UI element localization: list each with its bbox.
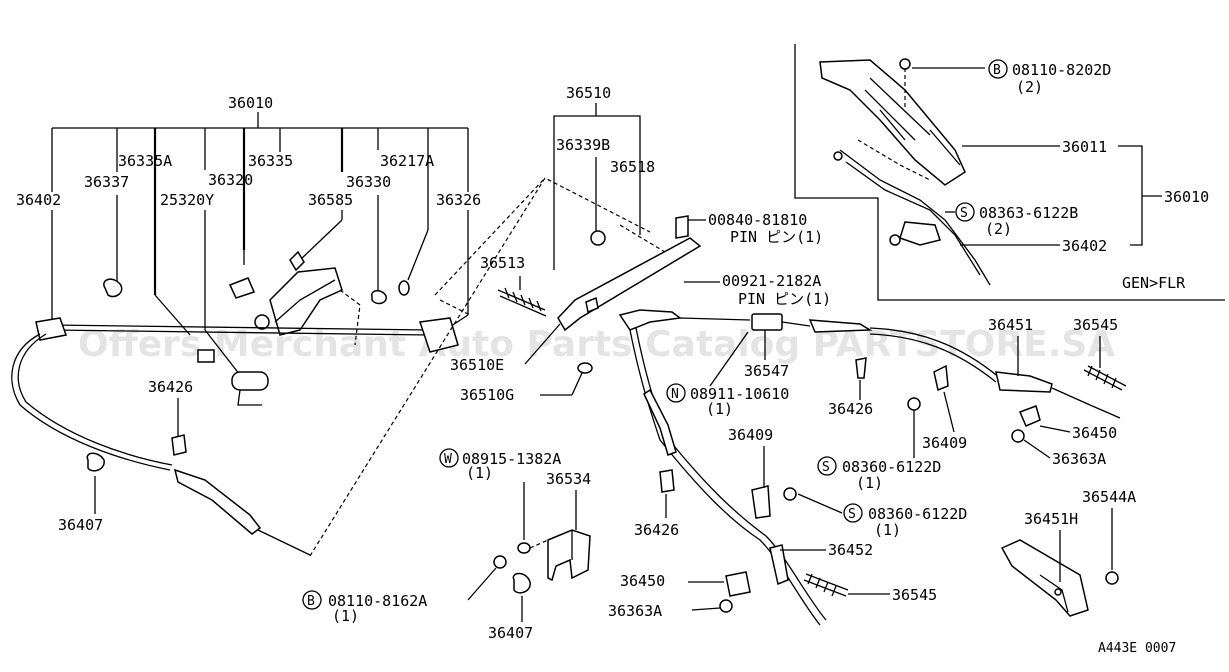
inset-callout-36011: 36011	[1062, 138, 1107, 156]
callout-36510E: 36510E	[450, 356, 504, 374]
inset-prefix-s-circle	[955, 202, 975, 222]
callout-36450-lower: 36450	[620, 572, 665, 590]
callout-36330: 36330	[346, 173, 391, 191]
callout-36337: 36337	[84, 173, 129, 191]
callout-36363A-lower: 36363A	[608, 602, 662, 620]
callout-36451: 36451	[988, 316, 1033, 334]
inset-prefix-b-circle	[988, 59, 1008, 79]
bracket-36010: 36010 36335A 36335 36217A 36337 36320 36…	[16, 94, 481, 376]
callout-36545-lower: 36545	[892, 586, 937, 604]
prefix-s-circle-a	[817, 456, 837, 476]
callout-36402: 36402	[16, 191, 61, 209]
callout-36547: 36547	[744, 362, 789, 380]
callout-36335A: 36335A	[118, 152, 172, 170]
callout-36426-lower: 36426	[634, 521, 679, 539]
callout-00921-pin: PIN ピン(1)	[738, 290, 831, 308]
inset-callout-08110-8202D: 08110-8202D	[1012, 61, 1111, 79]
inset-prefix-s: S	[960, 206, 968, 221]
callout-36513: 36513	[480, 254, 525, 272]
callout-00840-pin: PIN ピン(1)	[730, 228, 823, 246]
callout-36510: 36510	[566, 84, 611, 102]
callout-36426-mid: 36426	[828, 400, 873, 418]
prefix-w-circle	[439, 448, 459, 468]
callout-36217A: 36217A	[380, 152, 434, 170]
callout-36545-top: 36545	[1073, 316, 1118, 334]
bracket-36510: 36510 36339B 36518 36513	[480, 84, 655, 290]
inset-lever-drawing	[819, 58, 991, 286]
callout-36450-right: 36450	[1072, 424, 1117, 442]
rear-bracket-36451H	[1000, 539, 1119, 617]
inset-callout-08110-qty: (2)	[1016, 78, 1043, 96]
callout-36409-right: 36409	[922, 434, 967, 452]
callout-36407-lower: 36407	[488, 624, 533, 642]
inset-panel: GEN>FLR B 08110-8202D (2) 36011 36010 S	[794, 44, 1225, 301]
callout-36585: 36585	[308, 191, 353, 209]
callout-36510G: 36510G	[460, 386, 514, 404]
callout-36426-left: 36426	[148, 378, 193, 396]
callout-36518: 36518	[610, 158, 655, 176]
callout-08110-8162A: 08110-8162A	[328, 592, 427, 610]
callout-08110-qty: (1)	[332, 607, 359, 625]
inset-callout-08363-qty: (2)	[985, 220, 1012, 238]
callout-08360-6122D-b: 08360-6122D	[868, 505, 967, 523]
inset-prefix-b: B	[993, 63, 1001, 78]
prefix-s-b: S	[848, 507, 856, 522]
callout-36335: 36335	[248, 152, 293, 170]
callout-08915-qty: (1)	[466, 464, 493, 482]
callout-08360-b-qty: (1)	[874, 521, 901, 539]
callout-36544A: 36544A	[1082, 488, 1136, 506]
callout-36326: 36326	[436, 191, 481, 209]
callout-36451H: 36451H	[1024, 510, 1078, 528]
bracket-36534	[493, 529, 591, 594]
callout-36452: 36452	[828, 541, 873, 559]
callout-36407-left: 36407	[58, 516, 103, 534]
callout-36409-center: 36409	[728, 426, 773, 444]
callout-36320: 36320	[208, 171, 253, 189]
callout-00921-2182A: 00921-2182A	[722, 272, 821, 290]
callout-25320Y: 25320Y	[160, 191, 214, 209]
callout-36010: 36010	[228, 94, 273, 112]
callout-08911-10610: 08911-10610	[690, 385, 789, 403]
callout-36339B: 36339B	[556, 136, 610, 154]
left-cable-assembly	[11, 177, 651, 557]
prefix-n-circle	[666, 383, 686, 403]
prefix-w: W	[444, 452, 452, 467]
inset-callout-08363-6122B: 08363-6122B	[979, 204, 1078, 222]
inset-callout-36010: 36010	[1164, 188, 1209, 206]
callout-36534: 36534	[546, 470, 591, 488]
prefix-b: B	[307, 594, 315, 609]
callout-08915-1382A: 08915-1382A	[462, 450, 561, 468]
callout-00840-81810: 00840-81810	[708, 211, 807, 229]
callout-08911-qty: (1)	[706, 400, 733, 418]
watermark: Offers Merchant Auto Parts Catalog PARTS…	[78, 324, 1115, 365]
inset-callout-36402: 36402	[1062, 237, 1107, 255]
callout-36363A-right: 36363A	[1052, 450, 1106, 468]
prefix-s-a: S	[822, 460, 830, 475]
rear-cable-assembly	[618, 309, 1127, 626]
prefix-n: N	[671, 387, 679, 402]
footer-code: A443E 0007	[1098, 641, 1176, 656]
callout-08360-a-qty: (1)	[856, 474, 883, 492]
inset-caption: GEN>FLR	[1122, 274, 1186, 292]
center-lever	[497, 215, 702, 374]
prefix-s-circle-b	[843, 503, 863, 523]
callout-08360-6122D-a: 08360-6122D	[842, 458, 941, 476]
prefix-b-circle	[302, 590, 322, 610]
